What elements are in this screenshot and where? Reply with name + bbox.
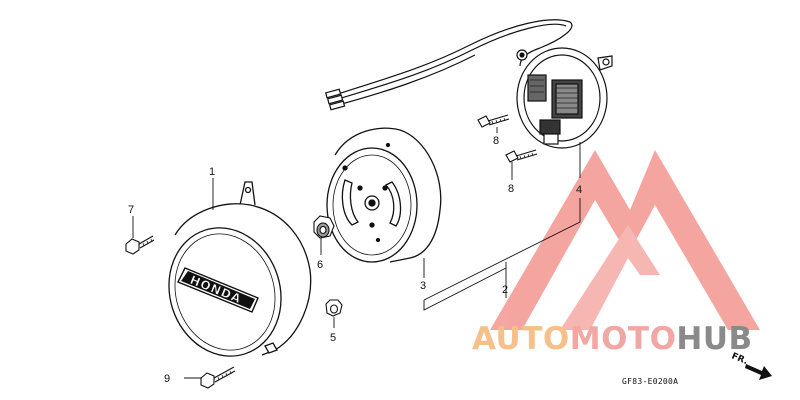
part-label-8-lower: 8 <box>508 183 514 195</box>
brand-hub-text: HUB <box>676 321 752 357</box>
generator-cover: HONDA <box>168 181 312 357</box>
stator-assembly <box>516 47 613 149</box>
part-label-1: 1 <box>209 166 215 178</box>
part-label-7: 7 <box>128 204 134 216</box>
svg-text:AUTOMOTOHUB: AUTOMOTOHUB <box>472 321 753 357</box>
part-label-2: 2 <box>502 284 508 296</box>
watermark-brand: AUTOMOTOHUB <box>472 321 753 357</box>
bolt-9 <box>200 366 236 389</box>
part-label-8-upper: 8 <box>493 135 499 147</box>
leader-lines <box>132 127 581 379</box>
nut-5 <box>325 299 343 317</box>
part-label-6: 6 <box>317 259 323 271</box>
bolt-7 <box>125 235 155 255</box>
part-number-labels: 1 2 3 4 5 6 7 8 8 9 <box>128 135 582 385</box>
part-label-9: 9 <box>164 373 170 385</box>
brand-moto-text: MOTO <box>570 321 677 357</box>
brand-auto-text: AUTO <box>472 321 570 357</box>
part-label-4: 4 <box>576 184 582 196</box>
watermark-triangle-logo <box>490 150 760 330</box>
part-label-3: 3 <box>420 280 426 292</box>
wiring-harness <box>324 19 573 111</box>
nut-6 <box>313 215 335 239</box>
flywheel-rotor <box>326 127 442 263</box>
diagram-code: GF83-E0200A <box>622 377 678 386</box>
bolt-8-lower <box>505 149 538 163</box>
bolt-8-upper <box>477 114 510 128</box>
part-label-5: 5 <box>330 332 336 344</box>
